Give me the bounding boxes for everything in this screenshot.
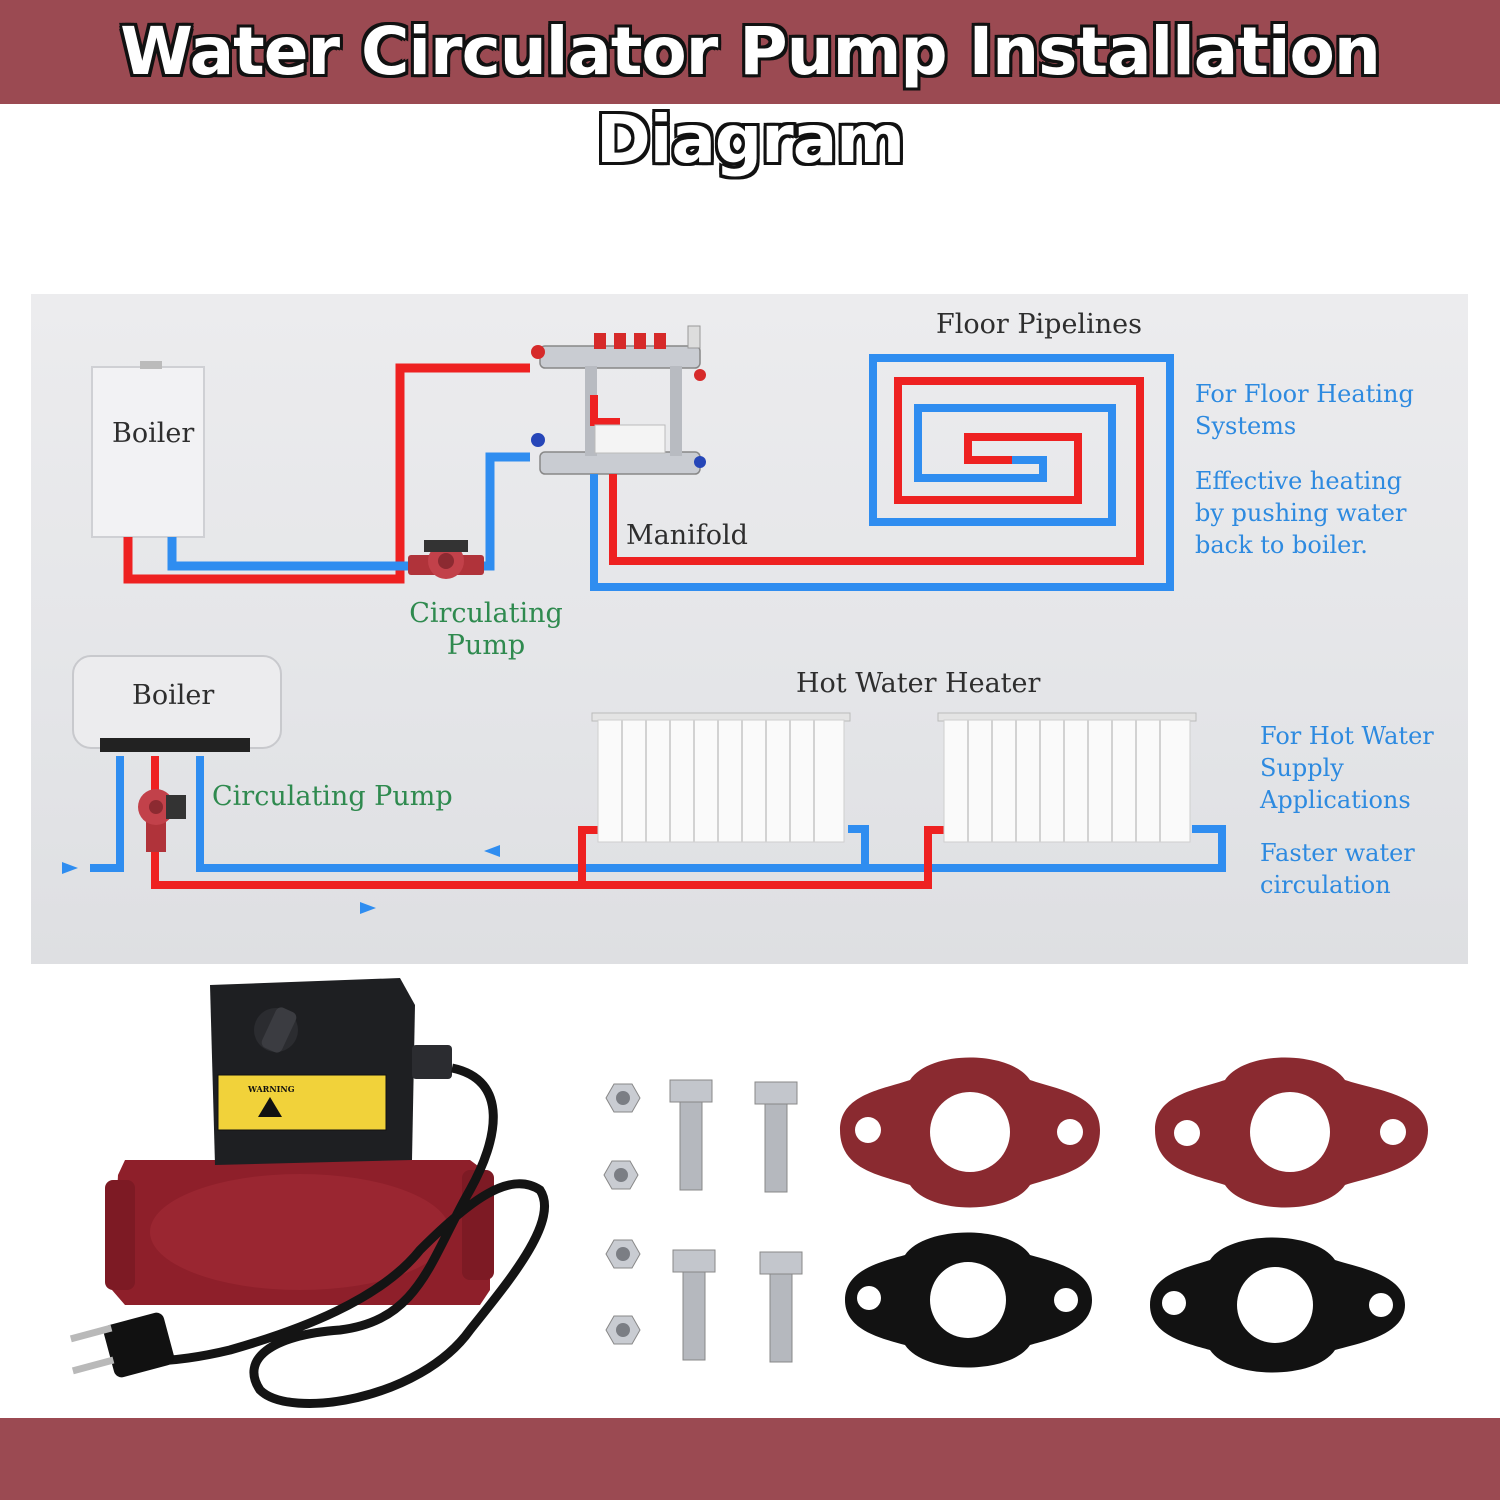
cold-pipe [848,825,869,868]
installation-diagram-panel [31,294,1468,964]
hot-pipe [123,363,530,584]
hex-bolt-icon [759,1251,803,1363]
hot-water-title: For Hot Water Supply Applications [1260,722,1434,814]
hex-bolt-icon [754,1081,798,1193]
warning-label: WARNING [247,1084,295,1094]
cold-pipe [470,452,530,571]
page-title: Water Circulator Pump Installation Diagr… [120,13,1381,178]
hot-water-heater-label: Hot Water Heater [796,668,1041,699]
red-flange-icon [1155,1057,1428,1208]
black-gasket-icon [845,1232,1092,1368]
hex-bolt-icon [669,1079,713,1191]
hot-water-description: Faster water circulation [1260,839,1415,899]
hex-nut-icon [605,1083,641,1113]
cold-pipe [196,756,1226,872]
floor-heating-title: For Floor Heating Systems [1195,380,1414,440]
red-flange-icon [840,1057,1100,1208]
hot-pipe [609,377,1144,565]
power-plug-icon [69,1312,175,1378]
circulator-pump-product [105,978,494,1305]
power-cord [129,1063,550,1408]
cold-pipe [590,354,1174,591]
floor-heating-description: Effective heating by pushing water back … [1195,467,1407,559]
hex-nut-icon [605,1315,641,1345]
flow-arrow-icon [62,862,78,874]
circulating-pump-bottom-icon [138,789,186,852]
boiler-top-unit [91,361,205,538]
cold-pipe [167,537,410,571]
hex-bolt-icon [672,1249,716,1361]
manifold-label: Manifold [626,520,748,551]
flow-arrow-icon [360,902,376,914]
hex-nut-icon [605,1239,641,1269]
radiator-left-icon [591,712,851,843]
hot-pipe [578,826,600,885]
flow-arrow-icon [484,845,500,857]
boiler-top-label: Boiler [112,418,195,449]
radiator-right-icon [937,712,1197,843]
circulating-pump-bottom-label: Circulating Pump [212,781,453,812]
black-gasket-icon [1150,1237,1405,1373]
hex-nut-icon [603,1160,639,1190]
cold-pipe [90,756,124,872]
floor-pipelines-label: Floor Pipelines [936,309,1142,340]
title-banner [0,0,1500,104]
boiler-bottom-label: Boiler [132,680,215,711]
water-heater-unit [72,655,282,752]
circulating-pump-top-icon [408,540,484,579]
manifold-icon [531,325,706,475]
footer-banner [0,1418,1500,1500]
circulating-pump-top-label: Circulating Pump [409,598,563,661]
